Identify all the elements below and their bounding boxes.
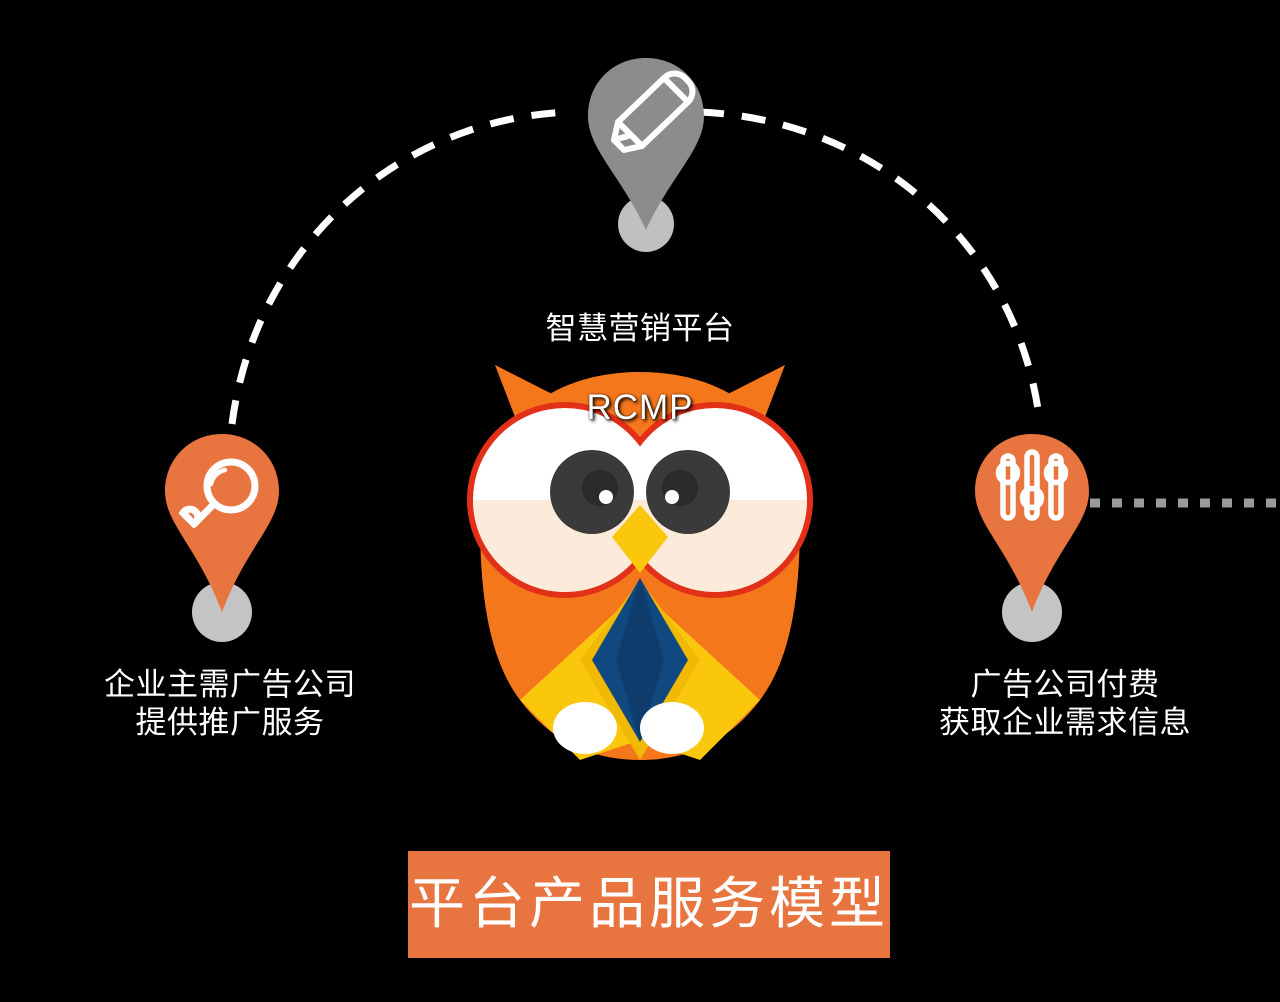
node-right[interactable]	[973, 432, 1093, 644]
center-label: 智慧营销平台 RCMP	[400, 272, 880, 468]
arc-right-connector	[699, 108, 1044, 425]
title-banner: 平台产品服务模型	[408, 851, 890, 958]
center-label-cn: 智慧营销平台	[545, 310, 735, 346]
arc-left-connector	[228, 108, 571, 425]
node-right-pin	[975, 434, 1089, 612]
sliders-icon	[995, 449, 1069, 521]
node-top[interactable]	[580, 52, 712, 252]
node-left[interactable]	[163, 432, 283, 644]
node-left-label: 企业主需广告公司 提供推广服务	[104, 667, 356, 740]
center-label-en: RCMP	[586, 388, 694, 428]
pencil-icon	[611, 70, 696, 153]
magnifier-icon	[178, 458, 259, 529]
node-right-label: 广告公司付费 获取企业需求信息	[939, 667, 1191, 740]
title-banner-text: 平台产品服务模型	[409, 873, 889, 936]
